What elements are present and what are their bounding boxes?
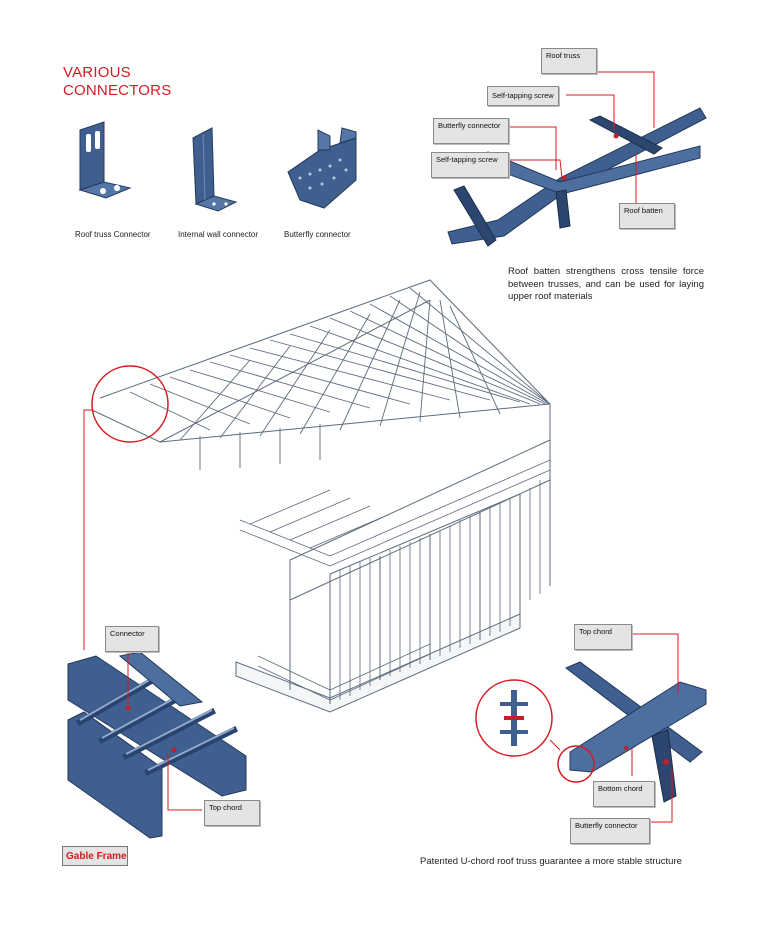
gable-frame-label: Gable Frame: [62, 846, 128, 866]
gable-frame-detail-illustration: [67, 651, 247, 839]
internal-wall-connector-icon: [192, 127, 238, 212]
connector-label-internal-wall: Internal wall connector: [178, 230, 259, 239]
u-chord-magnifier: [475, 679, 595, 783]
house-frame-illustration: [91, 279, 551, 713]
connector-label-butterfly: Butterfly connector: [284, 230, 351, 239]
callout-butterfly-connector: Butterfly connector: [433, 118, 509, 144]
callout-bottom-chord: Bottom chord: [593, 781, 655, 807]
right-callout-lines: [628, 633, 679, 823]
u-chord-note: Patented U-chord roof truss guarantee a …: [420, 856, 682, 867]
connector-label-roof-truss: Roof truss Connector: [75, 230, 151, 239]
callout-roof-truss: Roof truss: [541, 48, 597, 74]
various-connectors-heading: VARIOUS CONNECTORS: [63, 64, 171, 100]
heading-line-1: VARIOUS: [63, 64, 131, 81]
roof-batten-note: Roof batten strengthens cross tensile fo…: [508, 266, 704, 302]
gable-leader-line: [83, 409, 92, 650]
callout-left-top-chord: Top chord: [204, 800, 260, 826]
callout-connector: Connector: [105, 626, 159, 652]
gable-highlight-circle: [91, 365, 169, 443]
u-chord-detail-illustration: [565, 661, 707, 803]
roof-batten-detail-illustration: [447, 107, 707, 247]
butterfly-connector-icon: [287, 127, 357, 209]
callout-roof-batten: Roof batten: [619, 203, 675, 229]
callout-right-top-chord: Top chord: [574, 624, 632, 650]
callout-self-tapping-screw-2: Self-tapping screw: [431, 152, 509, 178]
callout-right-butterfly-connector: Butterfly connector: [570, 818, 650, 844]
left-callout-lines: [127, 650, 202, 811]
callout-self-tapping-screw-1: Self-tapping screw: [487, 86, 559, 106]
roof-truss-connector-icon: [78, 121, 132, 199]
heading-line-2: CONNECTORS: [63, 82, 172, 99]
